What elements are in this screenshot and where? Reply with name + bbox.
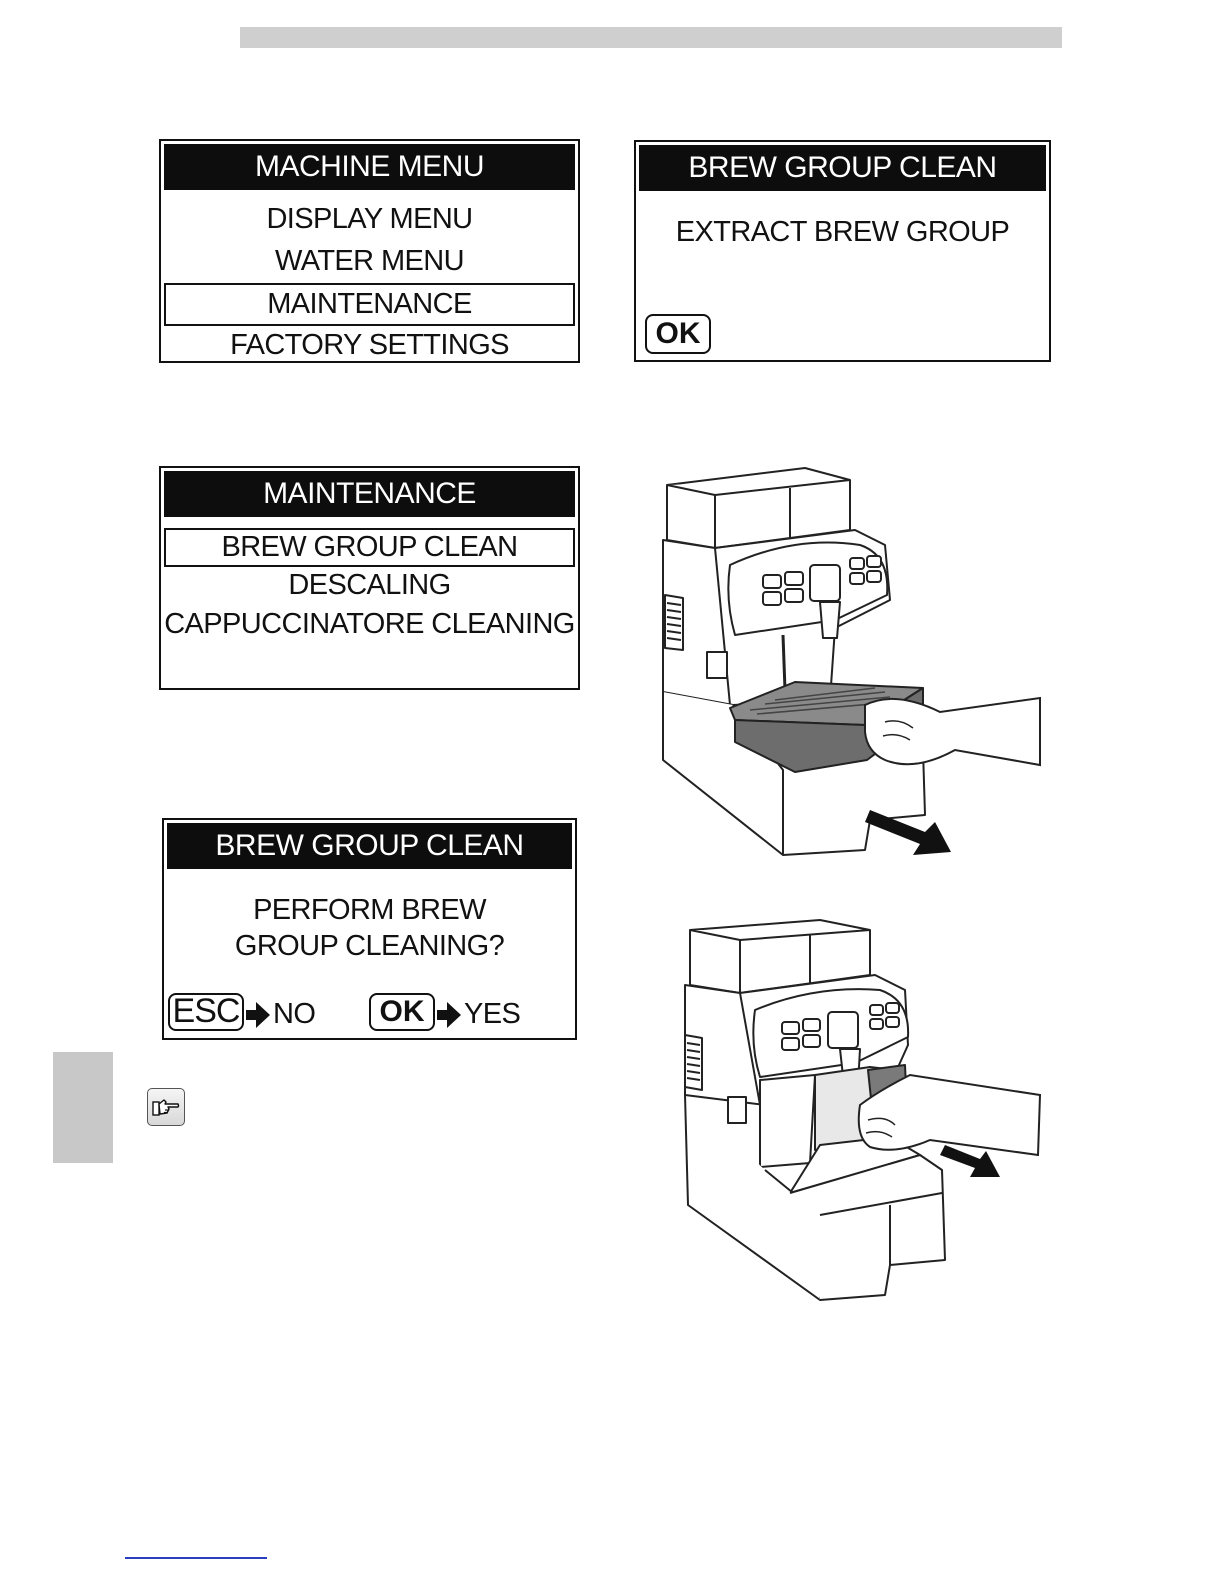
menu-item-descaling[interactable]: DESCALING bbox=[161, 569, 578, 602]
machine-brew-group-illustration bbox=[680, 915, 1050, 1305]
machine-drip-tray-illustration bbox=[655, 460, 1055, 860]
lcd-message-line-2: GROUP CLEANING? bbox=[164, 930, 575, 963]
menu-item-cappuccinatore-cleaning[interactable]: CAPPUCCINATORE CLEANING bbox=[161, 608, 578, 641]
yes-label: YES bbox=[464, 998, 520, 1031]
section-tab bbox=[53, 1052, 113, 1163]
no-label: NO bbox=[273, 998, 315, 1031]
no-option: NO bbox=[246, 998, 315, 1031]
menu-item-display[interactable]: DISPLAY MENU bbox=[161, 203, 578, 236]
menu-item-factory-settings[interactable]: FACTORY SETTINGS bbox=[161, 329, 578, 362]
lcd-confirm-cleaning: BREW GROUP CLEAN PERFORM BREW GROUP CLEA… bbox=[162, 818, 577, 1040]
menu-item-water[interactable]: WATER MENU bbox=[161, 245, 578, 278]
ok-key[interactable]: OK bbox=[645, 314, 711, 354]
lcd-message-line-1: PERFORM BREW bbox=[164, 894, 575, 927]
pointing-hand-icon bbox=[147, 1088, 185, 1126]
esc-key[interactable]: ESC bbox=[168, 993, 244, 1031]
header-bar bbox=[240, 27, 1062, 48]
ok-key[interactable]: OK bbox=[369, 993, 435, 1031]
lcd-title: BREW GROUP CLEAN bbox=[639, 145, 1046, 191]
lcd-message: EXTRACT BREW GROUP bbox=[636, 216, 1049, 249]
menu-item-maintenance-selected[interactable]: MAINTENANCE bbox=[164, 283, 575, 326]
lcd-machine-menu: MACHINE MENU DISPLAY MENU WATER MENU MAI… bbox=[159, 139, 580, 363]
lcd-extract-brew-group: BREW GROUP CLEAN EXTRACT BREW GROUP OK bbox=[634, 140, 1051, 362]
lcd-title: MAINTENANCE bbox=[164, 471, 575, 517]
footer-link-line bbox=[125, 1557, 267, 1559]
lcd-title: BREW GROUP CLEAN bbox=[167, 823, 572, 869]
arrow-right-icon bbox=[437, 1002, 461, 1028]
arrow-right-icon bbox=[246, 1002, 270, 1028]
menu-item-brew-group-clean-selected[interactable]: BREW GROUP CLEAN bbox=[164, 528, 575, 567]
yes-option: YES bbox=[437, 998, 520, 1031]
lcd-title: MACHINE MENU bbox=[164, 144, 575, 190]
lcd-maintenance-menu: MAINTENANCE BREW GROUP CLEAN DESCALING C… bbox=[159, 466, 580, 690]
